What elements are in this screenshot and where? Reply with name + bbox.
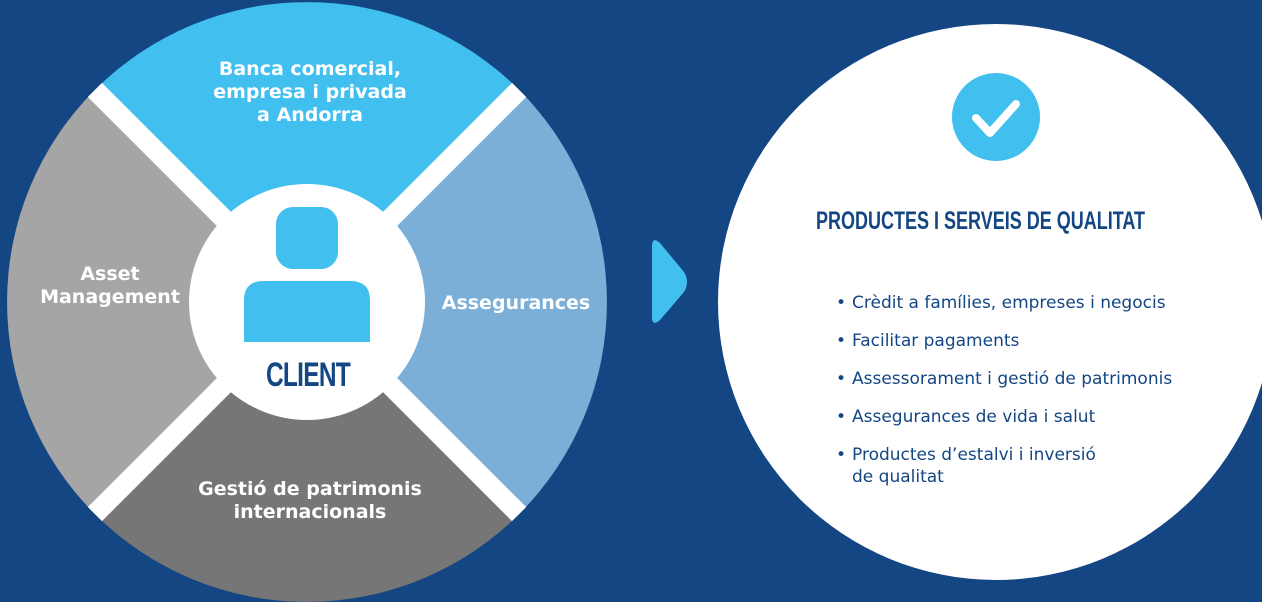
segment-top-label: Banca comercial, empresa i privada a And…: [213, 58, 407, 126]
chevron-right-icon: [652, 240, 687, 323]
products-list-item: Assessorament i gestió de patrimonis: [836, 368, 1172, 390]
segment-bottom: [94, 302, 520, 602]
checkmark-icon: [952, 73, 1040, 161]
products-list-item: Crèdit a famílies, empreses i negocis: [836, 292, 1172, 314]
products-list-item: Productes d’estalvi i inversió de qualit…: [836, 444, 1172, 488]
segment-bottom-label: Gestió de patrimonis internacionals: [198, 478, 422, 523]
products-list-item-text: Facilitar pagaments: [852, 331, 1020, 351]
products-list-item: Facilitar pagaments: [836, 330, 1172, 352]
products-list-item-text: Assegurances de vida i salut: [852, 407, 1096, 427]
products-list: Crèdit a famílies, empreses i negocis Fa…: [836, 292, 1172, 504]
segment-left-label: Asset Management: [40, 263, 180, 308]
products-list-item-text: Assessorament i gestió de patrimonis: [852, 369, 1173, 389]
segment-right: [307, 89, 607, 515]
products-list-item: Assegurances de vida i salut: [836, 406, 1172, 428]
products-list-item-text: Crèdit a famílies, empreses i negocis: [852, 293, 1166, 313]
user-icon: [244, 207, 370, 342]
products-title: PRODUCTES I SERVEIS DE QUALITAT: [816, 207, 1146, 235]
segment-top: [94, 2, 520, 302]
client-label: CLIENT: [265, 356, 351, 394]
segment-left: [7, 89, 308, 515]
segment-right-label: Assegurances: [441, 292, 591, 314]
products-list-item-text: Productes d’estalvi i inversió de qualit…: [852, 445, 1096, 487]
